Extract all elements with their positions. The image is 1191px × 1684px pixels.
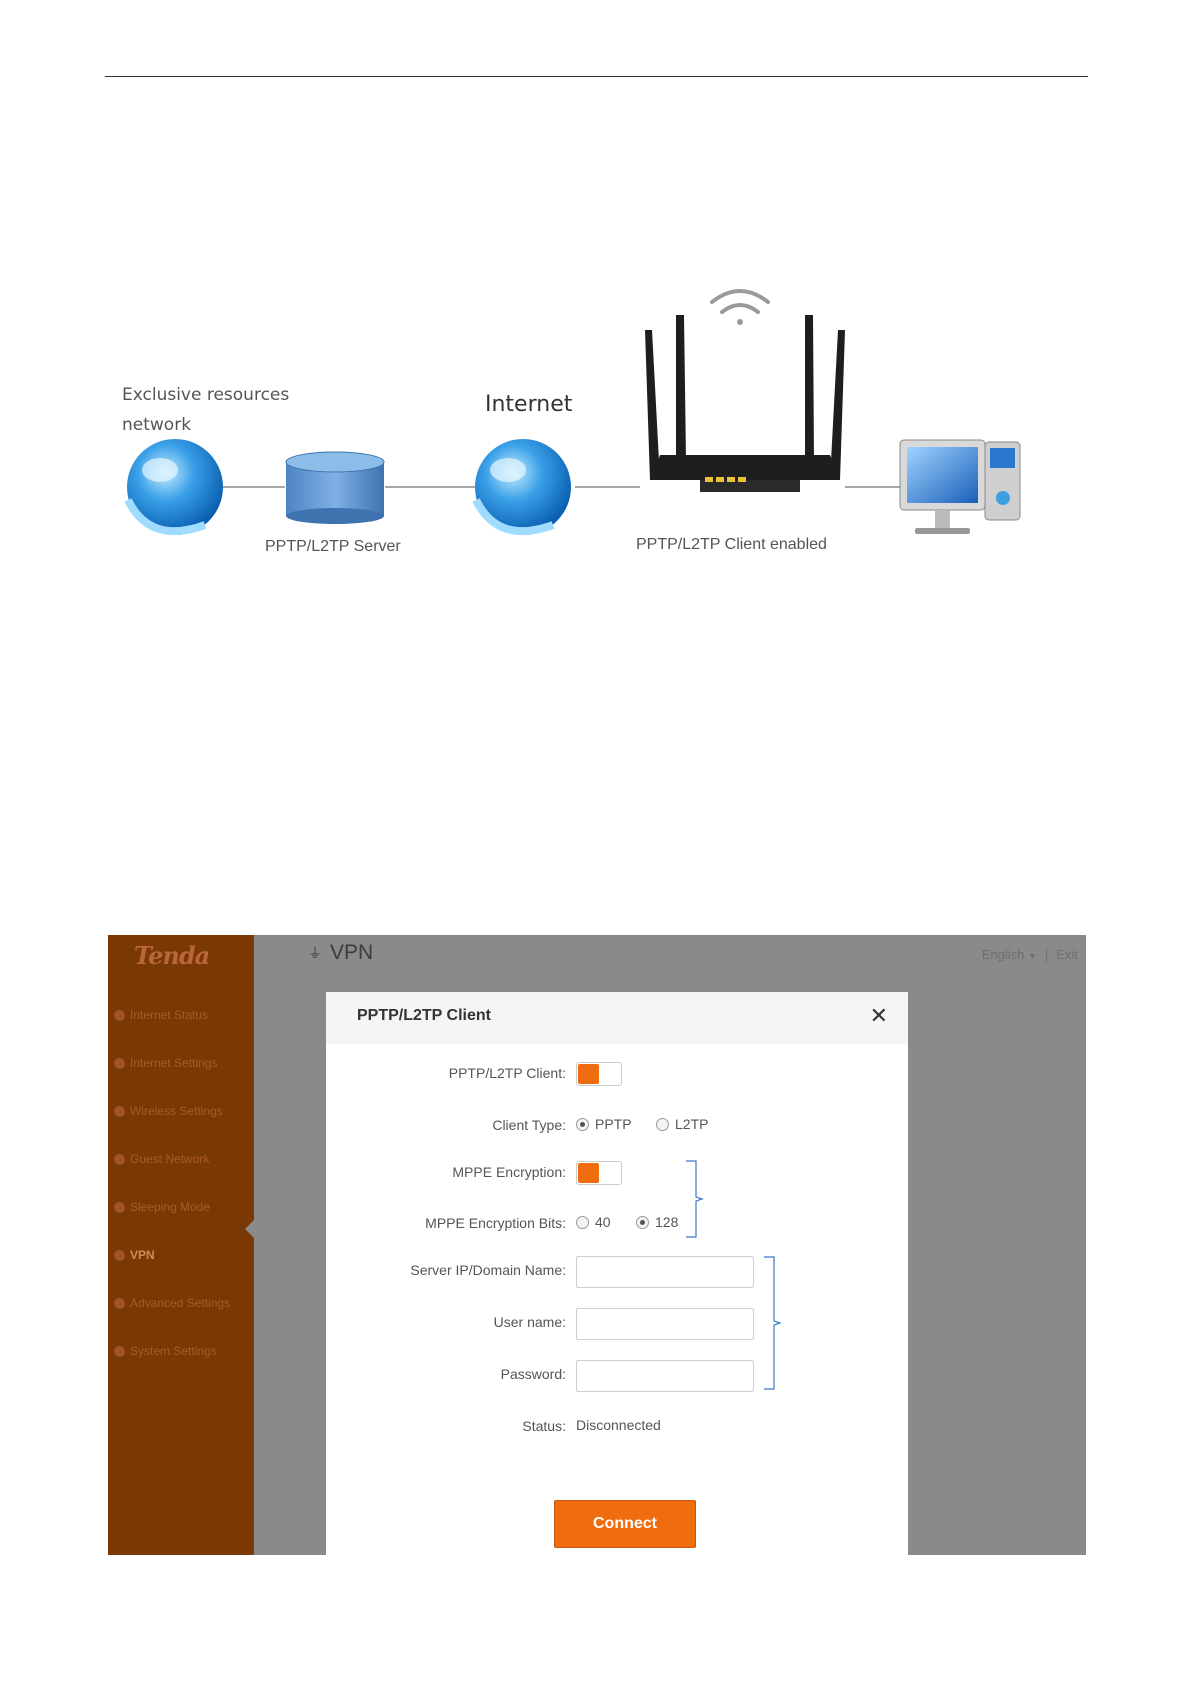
exclusive-network-label: Exclusive resources network (122, 385, 290, 435)
mppe-encryption-label: MPPE Encryption (326, 1164, 566, 1180)
page-title: ⏚ VPN (308, 941, 373, 965)
sidebar-item-label: Advanced Settings (130, 1296, 231, 1310)
client-toggle-label: PPTP/L2TP Client (326, 1065, 566, 1081)
sidebar-item-label: System Settings (130, 1344, 217, 1358)
close-icon[interactable]: ✕ (869, 1003, 888, 1028)
radio-dot (576, 1117, 589, 1131)
password-input[interactable] (576, 1360, 754, 1392)
sidebar-item-label: Sleeping Mode (130, 1200, 211, 1214)
pptp-l2tp-client-dialog: PPTP/L2TP Client ✕ PPTP/L2TP Client Clie… (326, 992, 908, 1555)
password-label: Password (326, 1366, 566, 1382)
radio-dot (656, 1117, 669, 1131)
sidebar-item-system-settings[interactable]: System Settings (114, 1341, 217, 1361)
sidebar-item-internet-settings[interactable]: Internet Settings (114, 1053, 217, 1073)
separator: | (1044, 947, 1049, 962)
credentials-group-brace (764, 1256, 782, 1390)
sidebar-item-internet-status[interactable]: Internet Status (114, 1005, 208, 1025)
sidebar: Tenda Internet Status Internet Settings … (108, 935, 255, 1555)
language-select[interactable]: English ▼ (981, 947, 1037, 962)
tenda-logo: Tenda (134, 941, 210, 970)
client-label: PPTP/L2TP Client enabled (636, 536, 827, 553)
toggle-knob (578, 1163, 599, 1183)
vpn-icon: ⏚ (308, 945, 322, 961)
toggle-knob (578, 1064, 599, 1084)
dialog-title: PPTP/L2TP Client (357, 1007, 491, 1024)
mppe-bits-40-radio[interactable]: 40 (576, 1214, 611, 1230)
username-input[interactable] (576, 1308, 754, 1340)
sidebar-item-label: Guest Network (130, 1152, 210, 1166)
wifi-icon (114, 1105, 125, 1117)
client-toggle[interactable] (576, 1062, 622, 1086)
network-diagram-graphic (124, 289, 1021, 536)
router-icon (645, 315, 845, 492)
sidebar-item-guest-network[interactable]: Guest Network (114, 1149, 209, 1169)
page-header-rule (105, 76, 1088, 77)
vpn-icon (114, 1249, 125, 1261)
client-type-pptp-radio[interactable]: PPTP (576, 1116, 632, 1132)
sidebar-item-advanced-settings[interactable]: Advanced Settings (114, 1293, 230, 1313)
globe-icon (114, 1057, 125, 1069)
page-title-text: VPN (330, 941, 374, 964)
computer-icon (899, 439, 1021, 534)
connect-button[interactable]: Connect (554, 1500, 696, 1548)
username-label: User name (326, 1314, 566, 1330)
dialog-header: PPTP/L2TP Client ✕ (326, 992, 908, 1044)
sidebar-item-sleeping-mode[interactable]: Sleeping Mode (114, 1197, 210, 1217)
server-input[interactable] (576, 1256, 754, 1288)
internet-label: Internet (485, 392, 573, 417)
network-diagram: Exclusive resources network Internet PPT… (0, 0, 1191, 600)
status-icon (114, 1009, 125, 1021)
sidebar-item-vpn[interactable]: VPN (114, 1245, 155, 1265)
mppe-encryption-toggle[interactable] (576, 1161, 622, 1185)
sidebar-item-label: Wireless Settings (130, 1104, 223, 1118)
globe-icon (124, 439, 223, 536)
sidebar-item-label: VPN (130, 1248, 155, 1262)
status-value: Disconnected (576, 1417, 661, 1433)
server-icon (285, 451, 385, 524)
sidebar-item-label: Internet Settings (130, 1056, 218, 1070)
exit-link[interactable]: Exit (1056, 947, 1078, 962)
chevron-down-icon: ▼ (1028, 951, 1037, 961)
client-type-l2tp-radio[interactable]: L2TP (656, 1116, 708, 1132)
active-indicator (245, 1219, 255, 1239)
server-label: Server IP/Domain Name (326, 1262, 566, 1278)
system-icon (114, 1345, 125, 1357)
client-type-label: Client Type (326, 1117, 566, 1133)
internet-globe-icon (472, 439, 571, 536)
radio-dot (636, 1215, 649, 1229)
radio-dot (576, 1215, 589, 1229)
sidebar-item-wireless-settings[interactable]: Wireless Settings (114, 1101, 223, 1121)
mppe-group-brace (686, 1160, 704, 1238)
router-admin-screenshot: Tenda Internet Status Internet Settings … (108, 935, 1086, 1555)
wifi-signal-icon (710, 289, 770, 325)
sleep-icon (114, 1201, 125, 1213)
status-label: Status (326, 1418, 566, 1434)
tools-icon (114, 1297, 125, 1309)
top-right-links: English ▼ | Exit (982, 947, 1078, 962)
mppe-bits-label: MPPE Encryption Bits (326, 1215, 566, 1231)
mppe-bits-128-radio[interactable]: 128 (636, 1214, 678, 1230)
sidebar-item-label: Internet Status (130, 1008, 209, 1022)
server-label: PPTP/L2TP Server (265, 538, 401, 555)
guest-icon (114, 1153, 125, 1165)
